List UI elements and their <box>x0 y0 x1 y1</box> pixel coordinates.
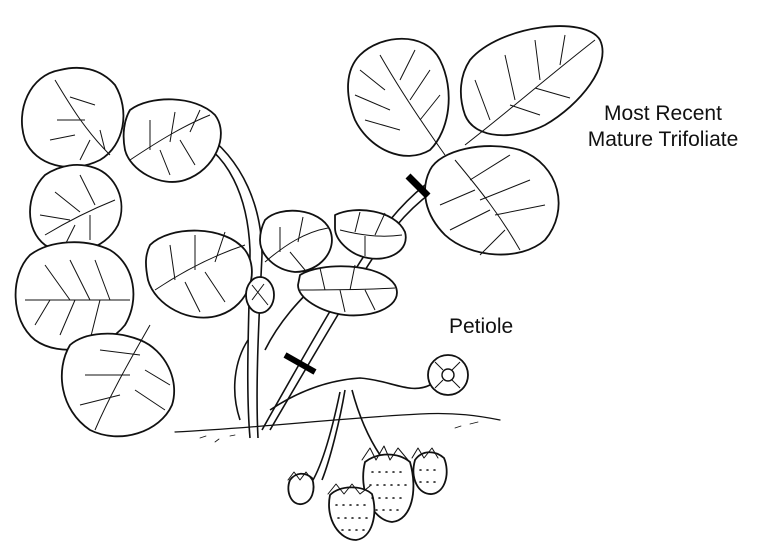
mature-trifoliate-label-line2: Mature Trifoliate <box>558 127 767 153</box>
mature-trifoliate-label: Most Recent Mature Trifoliate <box>558 101 767 153</box>
strawberries <box>288 446 447 540</box>
petiole-label: Petiole <box>449 314 513 340</box>
leaf-upper-left <box>22 68 221 252</box>
flower <box>428 355 468 395</box>
leaf-lower-left <box>16 231 252 437</box>
mature-trifoliate-label-line1: Most Recent <box>558 101 767 127</box>
leaf-middle <box>246 210 406 315</box>
